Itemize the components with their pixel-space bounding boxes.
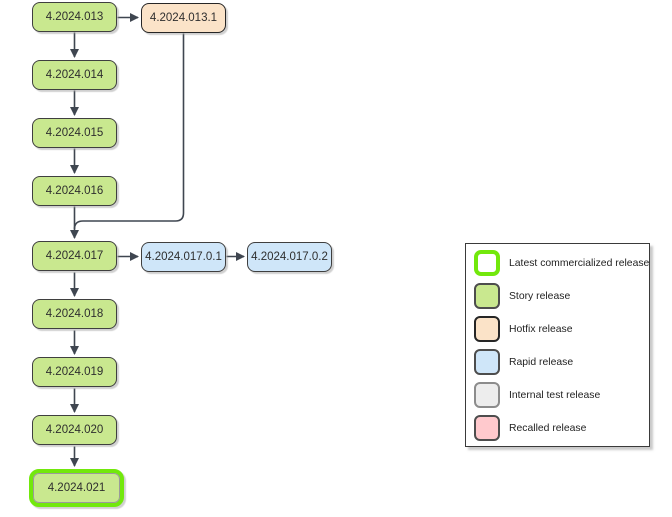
node-4-2024-021-latest: 4.2024.021 [29, 469, 124, 507]
node-4-2024-015: 4.2024.015 [32, 118, 117, 148]
legend-swatch-latest [474, 250, 500, 276]
legend-swatch-recalled [474, 415, 500, 441]
node-4-2024-019: 4.2024.019 [32, 357, 117, 387]
legend-item-label: Hotfix release [509, 323, 573, 335]
legend-item-label: Internal test release [509, 389, 601, 401]
node-4-2024-017-0-2: 4.2024.017.0.2 [247, 242, 332, 272]
legend-item-label: Latest commercialized release [509, 257, 650, 269]
legend-item-hotfix: Hotfix release [474, 316, 649, 342]
legend-item-latest: Latest commercialized release [474, 250, 649, 276]
legend-swatch-rapid [474, 349, 500, 375]
legend-swatch-internal-test [474, 382, 500, 408]
legend: Latest commercialized release Story rele… [465, 243, 650, 447]
node-4-2024-016: 4.2024.016 [32, 176, 117, 206]
legend-item-label: Rapid release [509, 356, 574, 368]
node-4-2024-020: 4.2024.020 [32, 415, 117, 445]
node-4-2024-013: 4.2024.013 [32, 2, 117, 32]
legend-item-rapid: Rapid release [474, 349, 649, 375]
legend-item-label: Story release [509, 290, 571, 302]
node-4-2024-018: 4.2024.018 [32, 299, 117, 329]
legend-item-recalled: Recalled release [474, 415, 649, 441]
node-4-2024-017-0-1: 4.2024.017.0.1 [141, 242, 226, 272]
node-4-2024-013-1: 4.2024.013.1 [141, 3, 226, 33]
legend-swatch-story [474, 283, 500, 309]
node-4-2024-017: 4.2024.017 [32, 241, 117, 271]
legend-swatch-hotfix [474, 316, 500, 342]
legend-item-story: Story release [474, 283, 649, 309]
legend-item-label: Recalled release [509, 422, 587, 434]
node-4-2024-014: 4.2024.014 [32, 60, 117, 90]
edge-013-1-to-017 [73, 33, 185, 230]
legend-item-internal-test: Internal test release [474, 382, 649, 408]
